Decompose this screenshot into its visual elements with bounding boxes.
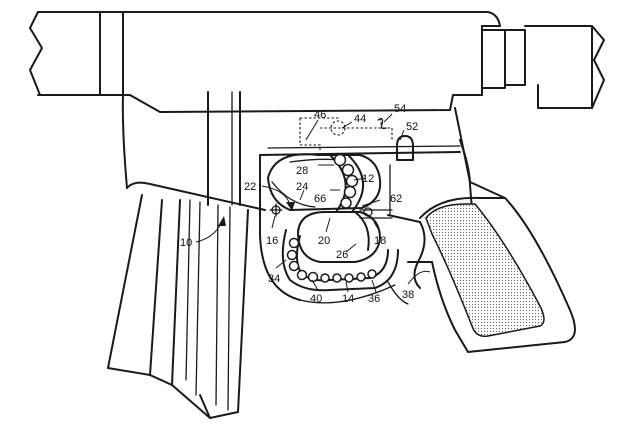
label-40: 40 <box>310 293 322 305</box>
reference-labels: 10 12 14 16 18 20 22 24 26 28 34 36 38 4… <box>180 103 418 305</box>
trigger <box>297 211 381 263</box>
label-44: 44 <box>354 113 366 125</box>
safety-pin <box>359 135 414 219</box>
label-62: 62 <box>390 193 402 205</box>
label-14: 14 <box>342 293 354 305</box>
magazine-release <box>269 203 283 217</box>
selector-switch <box>299 117 393 150</box>
buffer-tube <box>481 25 605 109</box>
label-16: 16 <box>266 235 278 247</box>
label-24: 24 <box>296 181 308 193</box>
ball-train <box>286 153 377 283</box>
arrow-22 <box>261 185 295 211</box>
label-38: 38 <box>402 289 414 301</box>
lower-receiver <box>121 91 506 305</box>
label-18: 18 <box>374 235 386 247</box>
label-26: 26 <box>336 249 348 261</box>
label-10: 10 <box>180 237 192 249</box>
label-52: 52 <box>406 121 418 133</box>
magazine <box>107 181 266 419</box>
label-54: 54 <box>394 103 406 115</box>
label-22: 22 <box>244 181 256 193</box>
pistol-grip <box>419 196 576 353</box>
label-34: 34 <box>268 273 280 285</box>
arrow-10 <box>195 216 226 243</box>
label-20: 20 <box>318 235 330 247</box>
label-36: 36 <box>368 293 380 305</box>
label-66: 66 <box>314 193 326 205</box>
leader-lines <box>271 113 431 293</box>
upper-receiver <box>29 11 501 113</box>
label-28: 28 <box>296 165 308 177</box>
label-46: 46 <box>314 109 326 121</box>
label-12: 12 <box>362 173 374 185</box>
